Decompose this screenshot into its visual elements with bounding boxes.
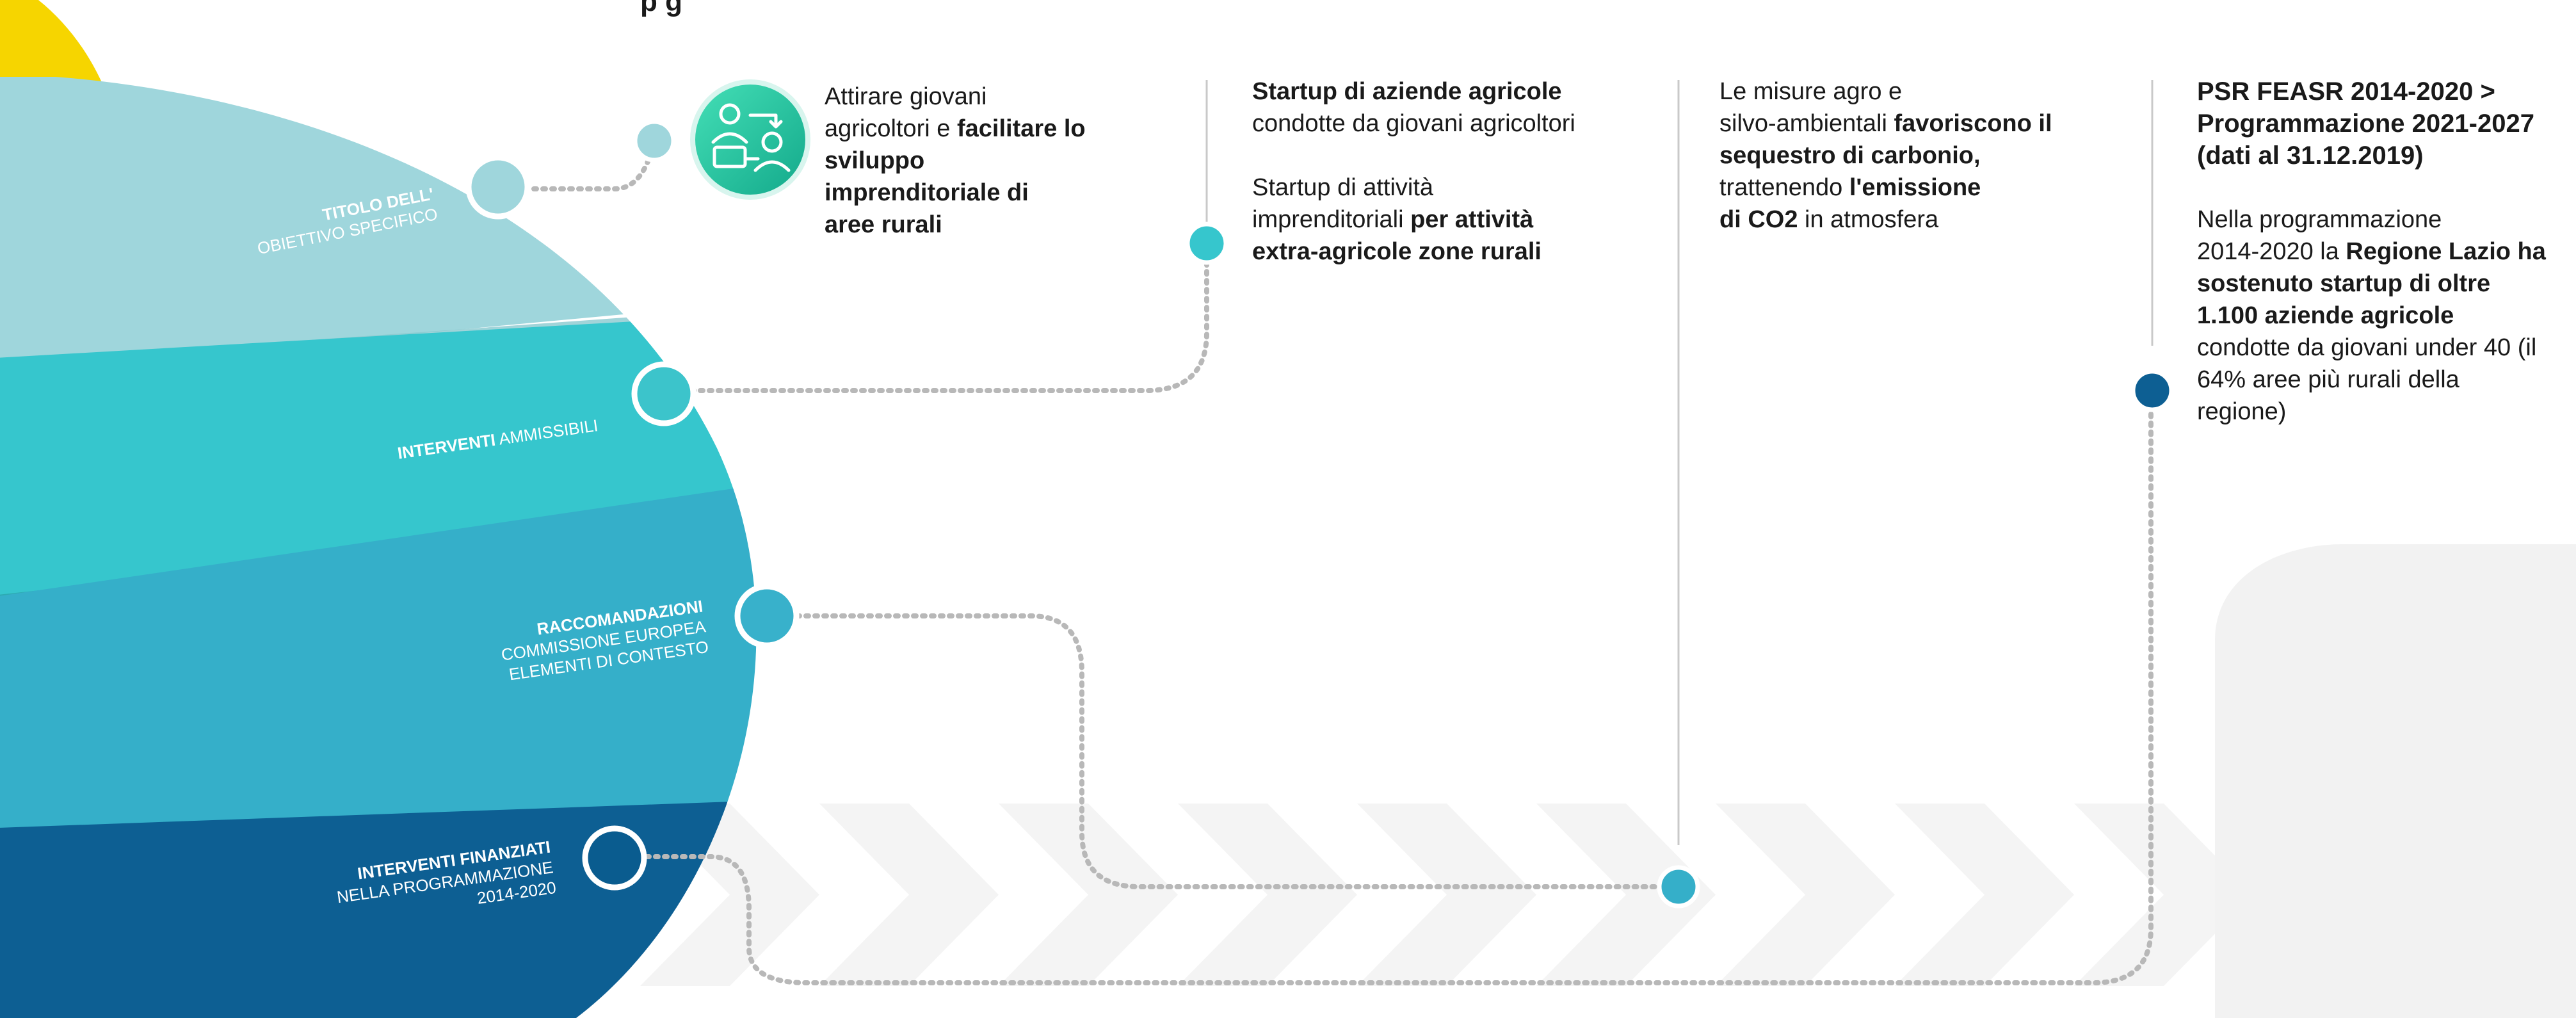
column4-title-line3: (dati al 31.12.2019)	[2197, 141, 2424, 170]
column3-line3: sequestro di carbonio,	[1719, 142, 1981, 169]
layered-circle	[0, 77, 757, 1018]
node-titolo	[465, 154, 531, 220]
column4-title-line2: Programmazione 2021-2027	[2197, 109, 2534, 138]
chevron-arrow-shape	[999, 804, 1178, 986]
page-title: p g	[640, 0, 682, 17]
connector-finanziati	[644, 388, 2153, 985]
dot-col1	[632, 119, 676, 163]
column2-p2-line2b: per attività	[1410, 206, 1534, 233]
chevron-arrow-shape	[1178, 804, 1357, 986]
connector-raccomandazioni	[794, 613, 1681, 889]
column3-line2b: favoriscono il	[1894, 110, 2052, 137]
node-raccomandazioni	[734, 583, 800, 649]
column3-line1: Le misure agro e	[1719, 78, 1903, 105]
column4-text: PSR FEASR 2014-2020 > Programmazione 202…	[2197, 76, 2575, 428]
dot-col2	[1185, 222, 1228, 265]
band-raccomandazioni	[0, 483, 757, 839]
column4-title-line1: PSR FEASR 2014-2020 >	[2197, 77, 2495, 106]
column2-p1-bold: Startup di aziende agricole	[1252, 78, 1562, 105]
column4-body-line4: 1.100 aziende agricole	[2197, 302, 2454, 329]
chevron-arrow-shape	[1895, 804, 2074, 986]
column4-body-line3: sostenuto startup di oltre	[2197, 270, 2491, 297]
band-finanziati	[0, 800, 757, 1018]
column1-line5: aree rurali	[825, 211, 942, 238]
chevron-arrow-shape	[819, 804, 999, 986]
dot-col4	[2130, 369, 2174, 412]
column2-p1-rest: condotte da giovani agricoltori	[1252, 110, 1575, 137]
dot-col3	[1657, 865, 1700, 909]
column1-line2b: facilitare lo	[956, 115, 1086, 142]
node-finanziati	[582, 825, 647, 891]
side-panel	[2215, 544, 2576, 1018]
column4-body-line7: regione)	[2197, 398, 2287, 425]
column1-text: Attirare giovani agricoltori e facilitar…	[825, 81, 1170, 241]
column1-line3: sviluppo	[825, 147, 925, 174]
column1-line2a: agricoltori e	[825, 115, 957, 142]
column1-line4: imprenditoriale di	[825, 179, 1029, 206]
column3-text: Le misure agro e silvo-ambientali favori…	[1719, 76, 2129, 236]
chevron-arrow-shape	[2074, 804, 2253, 986]
connector-paths	[522, 138, 2153, 985]
column2-text: Startup di aziende agricole condotte da …	[1252, 76, 1662, 268]
column1-line1: Attirare giovani	[825, 83, 987, 110]
column3-line2a: silvo-ambientali	[1719, 110, 1894, 137]
column4-body-line5: condotte da giovani under 40 (il	[2197, 334, 2537, 361]
column4-body-line2b: Regione Lazio ha	[2346, 238, 2546, 265]
column2-p2-line1: Startup di attività	[1252, 174, 1434, 201]
chevron-arrow-shape	[1716, 804, 1895, 986]
column3-line5b: di CO2	[1719, 206, 1798, 233]
chevron-arrow-shape	[1536, 804, 1716, 986]
chevron-arrow-shape	[1357, 804, 1536, 986]
column3-line4b: l'emissione	[1849, 174, 1981, 201]
chevron-arrows	[640, 804, 2253, 986]
column4-body-line1: Nella programmazione	[2197, 206, 2442, 233]
young-farmers-icon	[690, 79, 810, 200]
column2-p2-line3: extra-agricole zone rurali	[1252, 238, 1542, 265]
column4-body-line6: 64% aree più rurali della	[2197, 366, 2459, 393]
connector-interventi	[689, 241, 1209, 393]
column4-body-line2a: 2014-2020 la	[2197, 238, 2346, 265]
node-interventi	[631, 361, 696, 426]
column3-line5-rest: in atmosfera	[1798, 206, 1939, 233]
column2-p2-line2a: imprenditoriali	[1252, 206, 1411, 233]
column3-line4a: trattenendo	[1719, 174, 1849, 201]
